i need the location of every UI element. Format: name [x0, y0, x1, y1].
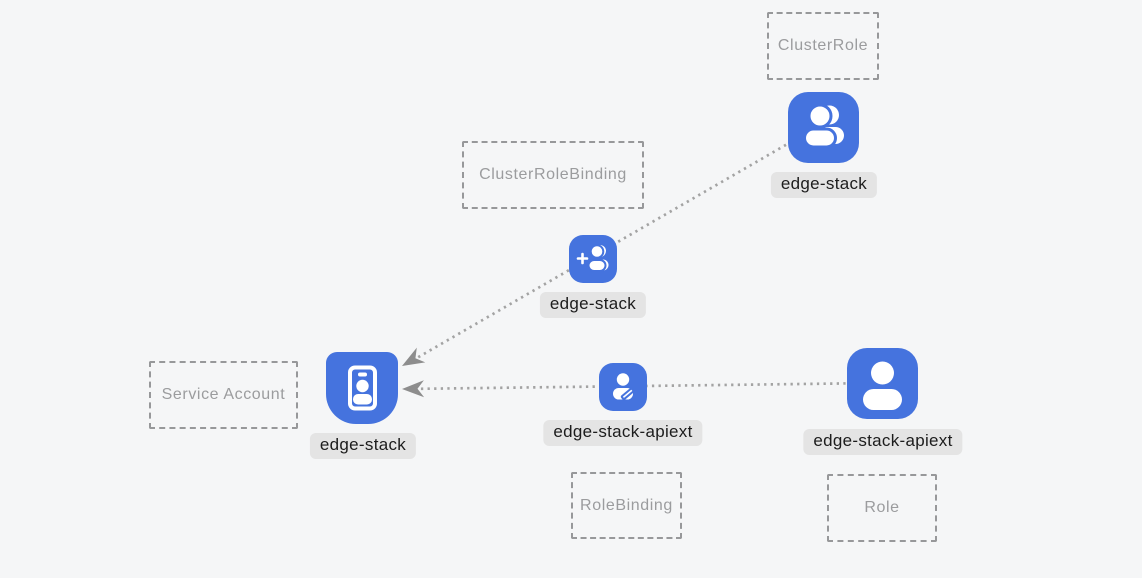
person-edit-icon[interactable] — [599, 363, 647, 411]
kind-box-serviceaccount: Service Account — [149, 361, 298, 429]
arrowhead-icon — [402, 380, 425, 398]
kind-label-rolebinding: RoleBinding — [580, 496, 673, 514]
people-icon[interactable] — [788, 92, 859, 163]
arrowhead-icon — [402, 347, 426, 366]
kind-label-clusterrolebinding: ClusterRoleBinding — [479, 166, 627, 183]
kind-box-role: Role — [827, 474, 937, 542]
node-name-chip: edge-stack — [770, 172, 878, 198]
kind-label-clusterrole: ClusterRole — [777, 37, 869, 54]
id-badge-icon[interactable] — [326, 352, 398, 424]
node-name-chip: edge-stack-apiext — [543, 420, 703, 446]
node-name-chip: edge-stack — [309, 433, 417, 459]
kind-box-rolebinding: RoleBinding — [571, 472, 682, 539]
node-name-chip: edge-stack-apiext — [803, 429, 963, 455]
kind-box-clusterrolebinding: ClusterRoleBinding — [462, 141, 644, 209]
kind-label-serviceaccount: Service Account — [161, 386, 286, 403]
kind-box-clusterrole: ClusterRole — [767, 12, 879, 80]
node-name-chip: edge-stack — [539, 292, 647, 318]
kind-label-role: Role — [864, 499, 900, 516]
person-add-icon[interactable] — [569, 235, 617, 283]
person-icon[interactable] — [847, 348, 918, 419]
